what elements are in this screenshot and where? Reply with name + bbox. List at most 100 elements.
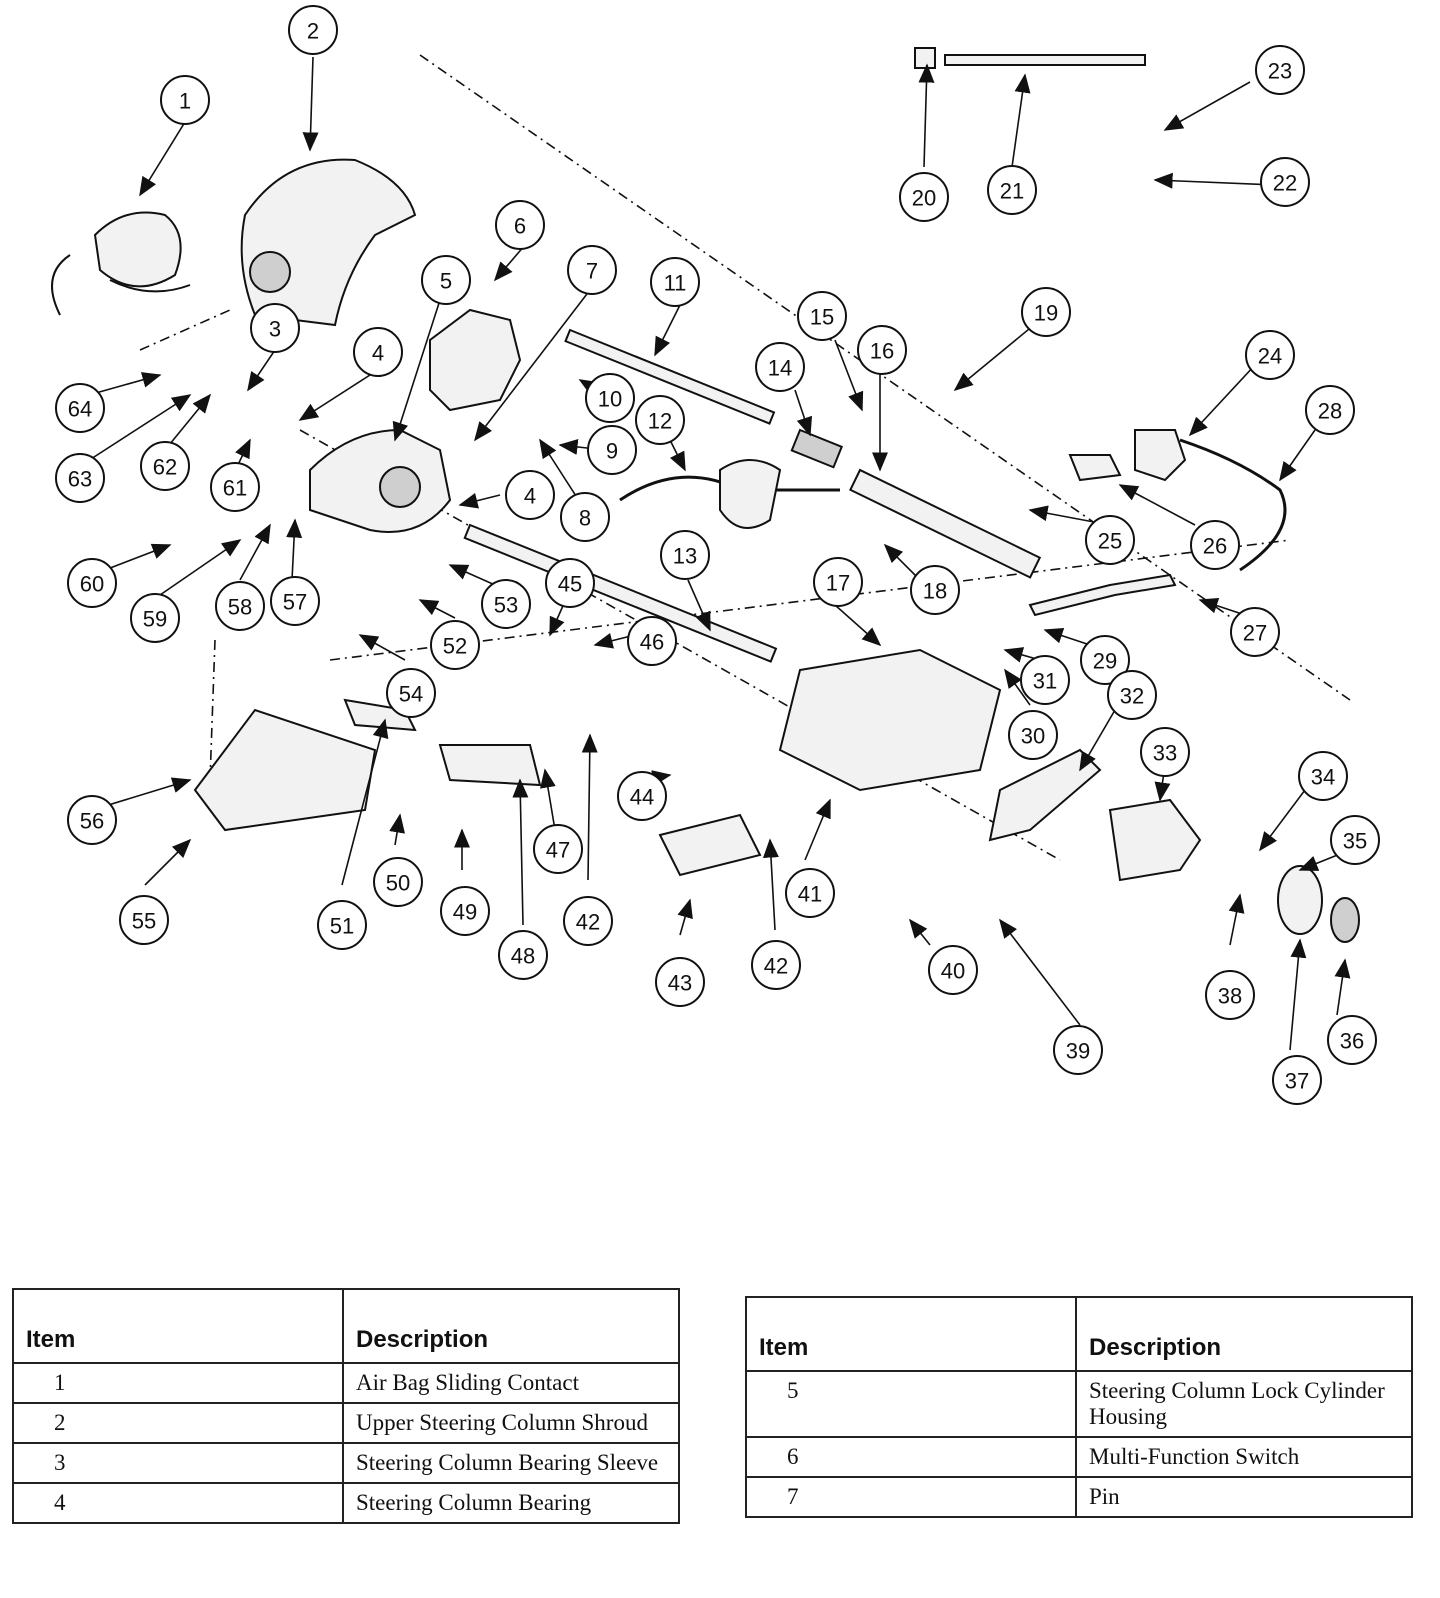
callout-37: 37 [1272, 1055, 1322, 1105]
callout-number: 46 [640, 630, 664, 655]
callout-number: 42 [576, 910, 600, 935]
legend-row: 6 Multi-Function Switch [745, 1436, 1413, 1478]
callout-number: 49 [453, 900, 477, 925]
callout-number: 5 [440, 269, 452, 294]
callout-circle [55, 383, 105, 433]
callout-number: 38 [1218, 984, 1242, 1009]
callout-number: 51 [330, 914, 354, 939]
callout-circle [1190, 520, 1240, 570]
callout-circle [421, 255, 471, 305]
callout-circle [1020, 655, 1070, 705]
callout-number: 15 [810, 305, 834, 330]
callout-number: 4 [372, 341, 384, 366]
item-description: Steering Column Lock Cylinder Housing [1075, 1370, 1413, 1438]
callout-25: 25 [1085, 515, 1135, 565]
callout-60: 60 [67, 558, 117, 608]
callout-number: 14 [768, 356, 792, 381]
description-header: Description [1075, 1296, 1413, 1372]
callout-circle [560, 492, 610, 542]
callout-41: 41 [785, 868, 835, 918]
callout-circle [386, 668, 436, 718]
callout-circle [210, 462, 260, 512]
callout-26: 26 [1190, 520, 1240, 570]
callout-59: 59 [130, 593, 180, 643]
callout-10: 10 [585, 373, 635, 423]
callout-31: 31 [1020, 655, 1070, 705]
callout-number: 44 [630, 785, 654, 810]
callout-number: 1 [179, 89, 191, 114]
callout-48: 48 [498, 930, 548, 980]
callout-number: 53 [494, 593, 518, 618]
callout-4: 4 [505, 470, 555, 520]
callout-42: 42 [751, 940, 801, 990]
item-number: 3 [12, 1442, 344, 1484]
callout-circle [899, 172, 949, 222]
callout-51: 51 [317, 900, 367, 950]
callout-circle [567, 245, 617, 295]
item-description: Pin [1075, 1476, 1413, 1518]
callout-circle [288, 5, 338, 55]
callout-circle [928, 945, 978, 995]
callout-circle [55, 453, 105, 503]
callout-circle [353, 327, 403, 377]
legend-row: 4 Steering Column Bearing [12, 1482, 680, 1524]
callout-circle [1298, 751, 1348, 801]
callout-number: 25 [1098, 529, 1122, 554]
callout-11: 11 [650, 257, 700, 307]
callout-46: 46 [627, 616, 677, 666]
callout-61: 61 [210, 462, 260, 512]
callout-circle [67, 795, 117, 845]
callout-number: 59 [143, 607, 167, 632]
callout-circle [1053, 1025, 1103, 1075]
callout-45: 45 [545, 558, 595, 608]
callout-circle [160, 75, 210, 125]
callout-circle [1260, 157, 1310, 207]
callout-number: 30 [1021, 724, 1045, 749]
callout-34: 34 [1298, 751, 1348, 801]
callout-circle [1245, 330, 1295, 380]
callout-35: 35 [1330, 815, 1380, 865]
callout-circle [813, 557, 863, 607]
callout-number: 18 [923, 579, 947, 604]
item-number: 2 [12, 1402, 344, 1444]
callout-number: 16 [870, 339, 894, 364]
callout-circle [215, 581, 265, 631]
callout-circle [317, 900, 367, 950]
callout-39: 39 [1053, 1025, 1103, 1075]
callout-3: 3 [250, 303, 300, 353]
callout-29: 29 [1080, 635, 1130, 685]
callout-43: 43 [655, 957, 705, 1007]
callout-number: 37 [1285, 1069, 1309, 1094]
callout-circle [785, 868, 835, 918]
callout-14: 14 [755, 342, 805, 392]
callout-circle [440, 886, 490, 936]
callout-circle [797, 291, 847, 341]
callout-circle [585, 373, 635, 423]
callout-56: 56 [67, 795, 117, 845]
callout-circle [1255, 45, 1305, 95]
callout-number: 11 [664, 271, 687, 296]
callout-58: 58 [215, 581, 265, 631]
item-header: Item [12, 1288, 344, 1364]
exploded-steering-column-diagram: 1234456789101112131415161718192021222324… [51, 5, 1380, 1105]
callout-21: 21 [987, 165, 1037, 215]
callout-number: 21 [1000, 179, 1024, 204]
callout-circle [430, 620, 480, 670]
callout-number: 10 [598, 387, 622, 412]
callout-5: 5 [421, 255, 471, 305]
callout-22: 22 [1260, 157, 1310, 207]
item-header: Item [745, 1296, 1077, 1372]
callout-8: 8 [560, 492, 610, 542]
callout-circle [130, 593, 180, 643]
callout-number: 60 [80, 572, 104, 597]
callout-2: 2 [288, 5, 338, 55]
callout-number: 41 [798, 882, 822, 907]
callout-number: 19 [1034, 301, 1058, 326]
callout-number: 29 [1093, 649, 1117, 674]
parts-legend-right: Item Description 5 Steering Column Lock … [745, 1296, 1413, 1518]
callout-4: 4 [353, 327, 403, 377]
callout-circle [373, 857, 423, 907]
callout-53: 53 [481, 579, 531, 629]
callout-circle [1230, 607, 1280, 657]
